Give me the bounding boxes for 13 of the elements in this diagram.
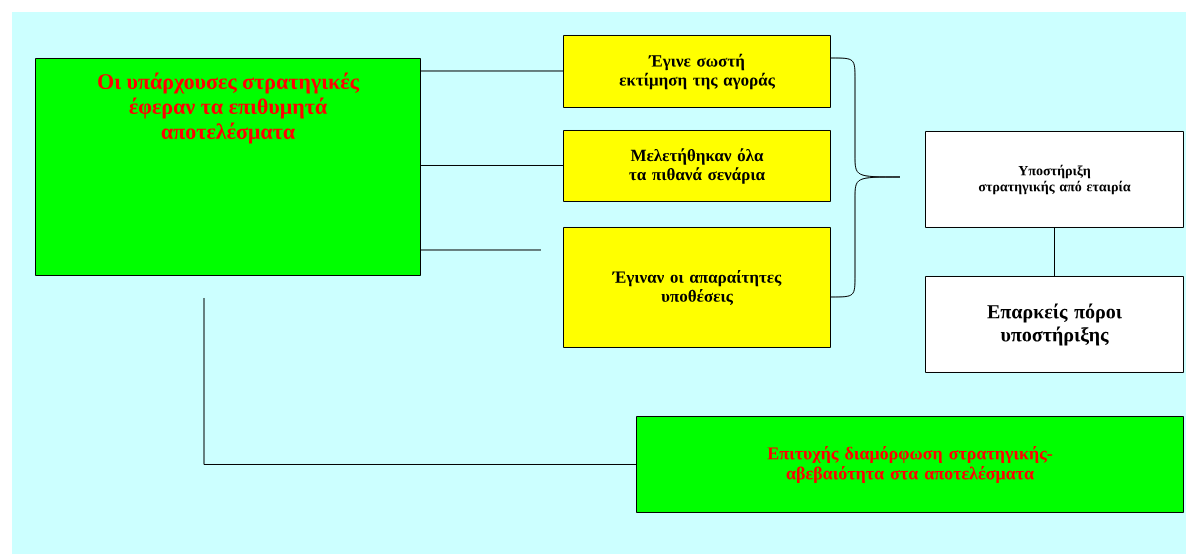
result-box: Επιτυχής διαμόρφωση στρατηγικής- αβεβαιότητα στα αποτελέσματα — [636, 416, 1184, 513]
connector-line — [830, 176, 901, 298]
result-box: Οι υπάρχουσες στρατηγικές έφεραν τα επιθυμητά αποτελέσματα — [35, 58, 421, 276]
connector-line — [203, 297, 637, 465]
connector-line — [420, 70, 564, 72]
connector-line — [420, 165, 564, 166]
factor-box: Μελετήθηκαν όλα τα πιθανά σενάρια — [563, 130, 831, 202]
connector-line — [420, 249, 542, 251]
support-box: Υποστήριξη στρατηγικής από εταιρία — [925, 131, 1184, 228]
factor-box: Έγινε σωστή εκτίμηση της αγοράς — [563, 35, 831, 108]
factor-box: Έγιναν οι απαραίτητες υποθέσεις — [563, 227, 831, 348]
connector-line — [1054, 227, 1055, 277]
support-box: Επαρκείς πόροι υποστήριξης — [925, 276, 1184, 373]
